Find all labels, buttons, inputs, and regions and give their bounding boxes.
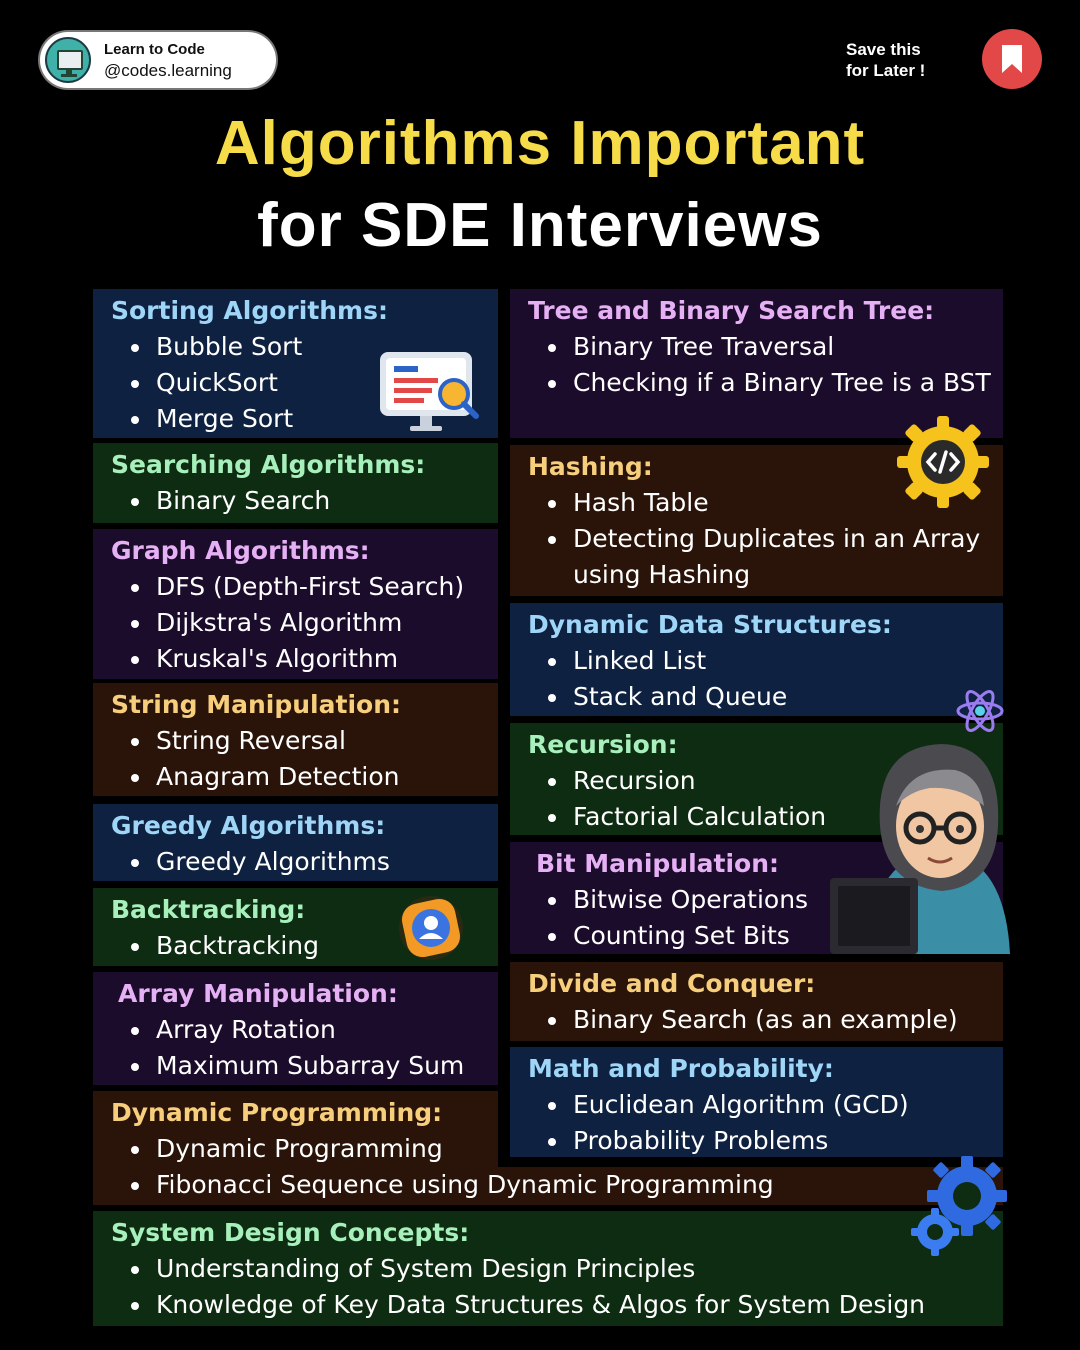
list-item: Probability Problems: [528, 1123, 1003, 1159]
code-monitor-search-icon: [380, 352, 479, 431]
list-item: Factorial Calculation: [528, 799, 1003, 835]
list-item: Dynamic Programming: [111, 1131, 1003, 1167]
code-gear-icon: [897, 416, 989, 508]
card-divide-and-conquer: Divide and Conquer: Binary Search (as an…: [510, 962, 1003, 1041]
list-item: Merge Sort: [111, 401, 498, 437]
card-heading: Graph Algorithms:: [111, 536, 370, 565]
gears-icon: [911, 1156, 1007, 1256]
card-heading: Array Manipulation:: [118, 979, 398, 1008]
list-item: Kruskal's Algorithm: [111, 641, 498, 677]
list-item: Greedy Algorithms: [111, 844, 498, 880]
list-item: String Reversal: [111, 723, 498, 759]
list-item: Understanding of System Design Principle…: [111, 1251, 1003, 1287]
brand-name: Learn to Code: [104, 41, 205, 58]
list-item: Array Rotation: [111, 1012, 498, 1048]
card-tree-bst: Tree and Binary Search Tree: Binary Tree…: [510, 289, 1003, 438]
page-title-line2: for SDE Interviews: [257, 191, 823, 260]
card-heading: Backtracking:: [111, 895, 306, 924]
list-item: Bubble Sort: [111, 329, 498, 365]
list-item: Backtracking: [111, 928, 498, 964]
card-heading: Bit Manipulation:: [536, 849, 780, 878]
card-dp-bottom-bg: [93, 1167, 1003, 1205]
list-item: Dijkstra's Algorithm: [111, 605, 498, 641]
save-label-line1: Save this: [846, 40, 921, 59]
card-system-design: System Design Concepts: Understanding of…: [93, 1211, 1003, 1326]
list-item: Stack and Queue: [528, 679, 1003, 715]
card-heading: Searching Algorithms:: [111, 450, 426, 479]
atom-icon: [956, 690, 1004, 732]
list-item: Hash Table: [528, 485, 1003, 521]
save-label-line2: for Later !: [846, 61, 926, 80]
list-item: Maximum Subarray Sum: [111, 1048, 498, 1084]
list-item: Binary Tree Traversal: [528, 329, 1003, 365]
card-heading: Sorting Algorithms:: [111, 296, 388, 325]
list-item: Fibonacci Sequence using Dynamic Program…: [111, 1167, 1003, 1203]
card-heading: Hashing:: [528, 452, 653, 481]
card-array-manipulation: Array Manipulation: Array Rotation Maxim…: [93, 972, 498, 1085]
monitor-icon: [45, 37, 91, 83]
card-heading: Tree and Binary Search Tree:: [528, 296, 935, 325]
user-badge-icon: [399, 896, 463, 960]
card-math-probability: Math and Probability: Euclidean Algorith…: [510, 1047, 1003, 1157]
card-heading: String Manipulation:: [111, 690, 401, 719]
card-dp-top-bg: [93, 1091, 498, 1167]
save-label: Save this for Later !: [846, 39, 956, 81]
list-item: Linked List: [528, 643, 1003, 679]
card-heading: Greedy Algorithms:: [111, 811, 386, 840]
list-item: Counting Set Bits: [528, 918, 1003, 954]
card-heading: System Design Concepts:: [111, 1218, 470, 1247]
save-button[interactable]: [982, 29, 1042, 89]
bookmark-icon: [1002, 45, 1022, 73]
list-item: Anagram Detection: [111, 759, 498, 795]
developer-avatar-icon: [830, 744, 1010, 954]
card-heading: Divide and Conquer:: [528, 969, 816, 998]
list-item: Bitwise Operations: [528, 882, 1003, 918]
card-hashing: Hashing: Hash Table Detecting Duplicates…: [510, 445, 1003, 596]
card-heading: Recursion:: [528, 730, 678, 759]
card-graph-algorithms: Graph Algorithms: DFS (Depth-First Searc…: [93, 529, 498, 679]
card-greedy-algorithms: Greedy Algorithms: Greedy Algorithms: [93, 804, 498, 881]
list-item: QuickSort: [111, 365, 498, 401]
list-item: Knowledge of Key Data Structures & Algos…: [111, 1287, 1003, 1323]
page-title-line1: Algorithms Important: [214, 109, 866, 178]
card-dynamic-programming: Dynamic Programming: Dynamic Programming…: [93, 1091, 1003, 1205]
list-item: Binary Search (as an example): [528, 1002, 1003, 1038]
card-dynamic-data-structures: Dynamic Data Structures: Linked List Sta…: [510, 603, 1003, 716]
list-item: Recursion: [528, 763, 1003, 799]
list-item: Checking if a Binary Tree is a BST: [528, 365, 993, 401]
card-heading: Math and Probability:: [528, 1054, 834, 1083]
list-item: DFS (Depth-First Search): [111, 569, 498, 605]
list-item: Detecting Duplicates in an Array using H…: [528, 521, 983, 593]
profile-badge[interactable]: Learn to Code @codes.learning: [40, 32, 276, 88]
card-heading: Dynamic Programming:: [111, 1098, 443, 1127]
card-heading: Dynamic Data Structures:: [528, 610, 892, 639]
card-searching-algorithms: Searching Algorithms: Binary Search: [93, 443, 498, 523]
list-item: Euclidean Algorithm (GCD): [528, 1087, 1003, 1123]
brand-handle: @codes.learning: [104, 61, 232, 80]
card-string-manipulation: String Manipulation: String Reversal Ana…: [93, 683, 498, 796]
list-item: Binary Search: [111, 483, 498, 519]
